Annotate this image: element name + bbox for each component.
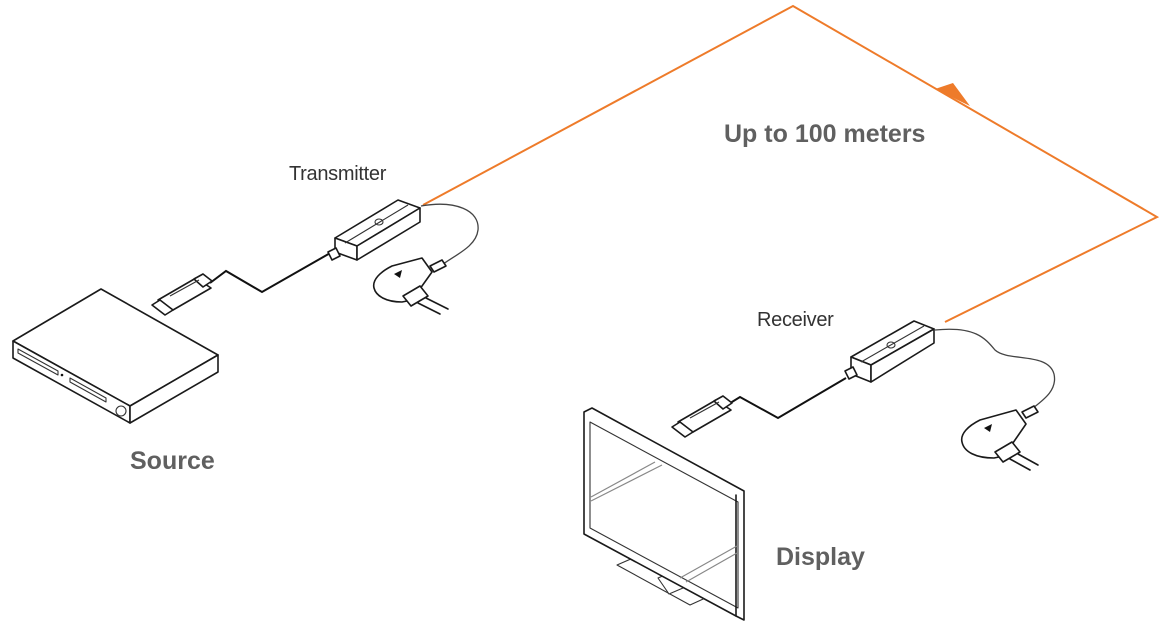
transmitter-label: Transmitter (289, 163, 387, 185)
distance-label: Up to 100 meters (724, 120, 926, 148)
display-device (583, 407, 745, 621)
receiver-label: Receiver (757, 309, 834, 331)
transmitter-device (327, 199, 479, 315)
display-hdmi-cable (671, 377, 847, 438)
source-device (12, 288, 219, 424)
network-link (422, 4, 1160, 323)
direction-arrow-icon (935, 83, 970, 106)
source-hdmi-cable (151, 251, 333, 316)
receiver-device (844, 320, 1056, 471)
link-line (422, 4, 1160, 323)
display-label: Display (776, 543, 865, 571)
source-label: Source (130, 447, 215, 475)
